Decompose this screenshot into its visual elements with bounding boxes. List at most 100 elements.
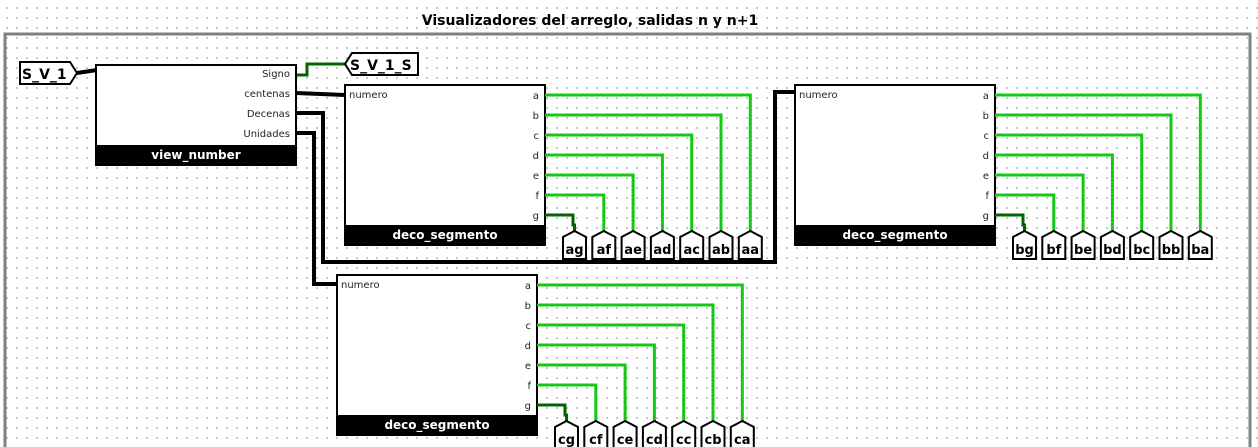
output-pin-ba[interactable]: ba [1187, 229, 1213, 260]
output-pin-bc[interactable]: bc [1129, 229, 1155, 260]
wire-a [537, 283, 744, 421]
wire-a [545, 93, 752, 231]
output-pin-label: ab [712, 243, 730, 258]
deco-output-g: g [525, 401, 531, 412]
output-pin-label: bg [1015, 243, 1034, 258]
output-pin-label: ca [734, 433, 750, 447]
output-pin-label: ae [624, 243, 642, 258]
output-pin-label: af [597, 243, 612, 258]
output-pin-label: bd [1103, 243, 1122, 258]
deco-output-d: d [983, 151, 989, 162]
view-number-title: view_number [151, 148, 240, 163]
output-pin-label: cg [558, 433, 575, 447]
deco-output-b: b [525, 301, 531, 312]
output-pin-ca[interactable]: ca [729, 419, 755, 447]
deco-output-c: c [984, 131, 990, 142]
wire-d [995, 153, 1114, 231]
deco-output-d: d [533, 151, 539, 162]
deco-title: deco_segmento [842, 228, 947, 243]
deco-output-b: b [533, 111, 539, 122]
wire-c [995, 133, 1144, 231]
bus-decenas [296, 90, 795, 264]
output-pin-ad[interactable]: ad [649, 229, 675, 260]
output-pin-bg[interactable]: bg [1012, 229, 1037, 260]
output-pin-cd[interactable]: cd [641, 419, 667, 447]
wire-g [537, 403, 568, 421]
output-pin-bb[interactable]: bb [1158, 229, 1184, 260]
wire-e [545, 173, 635, 231]
output-pin-bf[interactable]: bf [1041, 229, 1067, 260]
output-pin[interactable]: S_V_1_S [343, 52, 419, 76]
deco-output-a: a [983, 91, 989, 102]
bus-unidades [296, 131, 337, 286]
output-pin-label: bb [1162, 243, 1181, 258]
output-pin-label: aa [742, 243, 760, 258]
deco-title: deco_segmento [392, 228, 497, 243]
output-pin-be[interactable]: be [1070, 229, 1096, 260]
output-pin-label: ba [1191, 243, 1209, 258]
port-decenas: Decenas [247, 109, 290, 120]
view-number-component[interactable]: view_number Signo centenas Decenas Unida… [95, 64, 297, 166]
output-pin-aa[interactable]: aa [737, 229, 763, 260]
wire-signo [296, 62, 345, 77]
output-pin-bd[interactable]: bd [1099, 229, 1125, 260]
output-pin-ce[interactable]: ce [612, 419, 638, 447]
wire-g [545, 213, 576, 231]
port-centenas: centenas [244, 89, 290, 100]
output-pin-label: cd [646, 433, 663, 447]
output-pin-cc[interactable]: cc [671, 419, 697, 447]
wire-b [995, 113, 1173, 231]
output-pin-ac[interactable]: ac [679, 229, 705, 260]
output-pin-label: ac [683, 243, 699, 258]
deco-output-a: a [525, 281, 531, 292]
output-pin-label: cf [589, 433, 603, 447]
deco-title-bar [795, 225, 995, 245]
output-pin-ae[interactable]: ae [620, 229, 646, 260]
deco-output-f: f [535, 191, 539, 202]
input-pin-label: S_V_1 [22, 67, 67, 83]
deco-input-label: numero [341, 280, 380, 291]
output-pin-label: bc [1133, 243, 1150, 258]
wire-e [537, 363, 627, 421]
wire-b [545, 113, 723, 231]
output-pin-label: S_V_1_S [350, 58, 412, 74]
bus-centenas [295, 91, 346, 97]
wire-f [537, 383, 598, 421]
deco-body [794, 84, 996, 246]
output-pin-cb[interactable]: cb [700, 419, 726, 447]
deco-output-g: g [983, 211, 989, 222]
group-frame [3, 32, 1252, 447]
deco-output-f: f [527, 381, 531, 392]
wire-a [995, 93, 1202, 231]
deco-output-b: b [983, 111, 989, 122]
deco-output-e: e [525, 361, 531, 372]
output-pin-cf[interactable]: cf [583, 419, 609, 447]
output-pin-ag[interactable]: ag [562, 229, 587, 260]
deco-title: deco_segmento [384, 418, 489, 433]
deco-title-bar [345, 225, 545, 245]
wire-b [537, 303, 715, 421]
deco-body [344, 84, 546, 246]
deco-output-e: e [983, 171, 989, 182]
input-pin[interactable]: S_V_1 [19, 61, 79, 85]
output-pin-label: cc [676, 433, 691, 447]
wire-c [537, 323, 686, 421]
bus-input [76, 68, 98, 75]
deco-output-e: e [533, 171, 539, 182]
wire-f [995, 193, 1056, 231]
output-pin-cg[interactable]: cg [554, 419, 579, 447]
output-pin-af[interactable]: af [591, 229, 617, 260]
deco-output-c: c [534, 131, 540, 142]
output-pin-ab[interactable]: ab [708, 229, 734, 260]
deco-input-label: numero [799, 90, 838, 101]
deco-output-c: c [526, 321, 532, 332]
deco-title-bar [337, 415, 537, 435]
output-pin-label: cb [704, 433, 721, 447]
port-unidades: Unidades [243, 129, 290, 140]
deco-output-d: d [525, 341, 531, 352]
